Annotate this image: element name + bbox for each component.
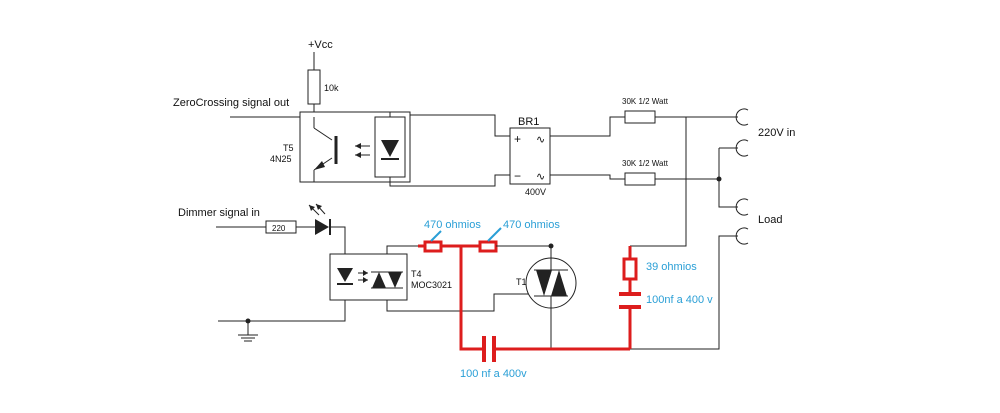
t4-name-label: T4 [411,269,422,279]
resistor-470-left [423,240,443,253]
t4-part-label: MOC3021 [411,280,452,290]
zero-crossing-label: ZeroCrossing signal out [173,97,289,109]
t5-name-label: T5 [283,143,294,153]
bridge-ac-top-wire [550,116,625,137]
br1-plus-label: + [514,132,521,146]
optotriac-t4 [329,253,408,301]
moc-pin-top-wire [386,245,425,254]
resistor-30k-bottom-label: 30K 1/2 Watt [622,159,669,168]
ground-symbol [218,298,346,342]
br1-ac-top-label: ∿ [536,134,545,146]
indicator-led [308,203,331,235]
led-to-bridge-plus-wire [389,111,510,137]
annotation-470-right: 470 ohmios [503,219,560,231]
br1-minus-label: − [514,169,521,183]
br1-rating-label: 400V [525,187,546,197]
terminals [630,108,749,350]
resistor-10k-label: 10k [324,83,339,93]
t5-part-label: 4N25 [270,154,292,164]
resistor-39 [622,257,638,281]
triac-t1 [525,246,577,349]
annotation-470-left: 470 ohmios [424,219,481,231]
resistor-470-right [478,240,498,253]
voltage-in-label: 220V in [758,127,795,139]
t1-name-label: T1 [516,277,527,287]
resistor-30k-top-label: 30K 1/2 Watt [622,97,669,106]
led-to-moc-wire [330,226,346,262]
br1-ac-bottom-label: ∿ [536,171,545,183]
resistor-30k-bottom [624,172,656,186]
moc-gate-wire [386,293,537,312]
vcc-rail [307,52,321,120]
added-snubber-network [418,240,641,362]
bridge-rectifier-br1 [509,127,551,185]
br1-name-label: BR1 [518,116,539,128]
bridge-ac-bottom-wire [550,174,625,180]
dimmer-signal-label: Dimmer signal in [178,207,260,219]
resistor-30k-top [624,110,656,124]
vcc-label: +Vcc [308,39,333,51]
resistor-220-label: 220 [272,224,286,233]
leader-470-right [487,227,502,242]
mains-vertical-wire [630,117,687,247]
annotation-39: 39 ohmios [646,261,697,273]
leader-470-left [430,230,442,242]
annotation-cap-right: 100nf a 400 v [646,294,713,306]
optocoupler-t5 [299,111,411,183]
led-to-bridge-minus-wire [389,174,510,187]
load-label: Load [758,214,782,226]
annotation-cap-bottom: 100 nf a 400v [460,368,527,380]
